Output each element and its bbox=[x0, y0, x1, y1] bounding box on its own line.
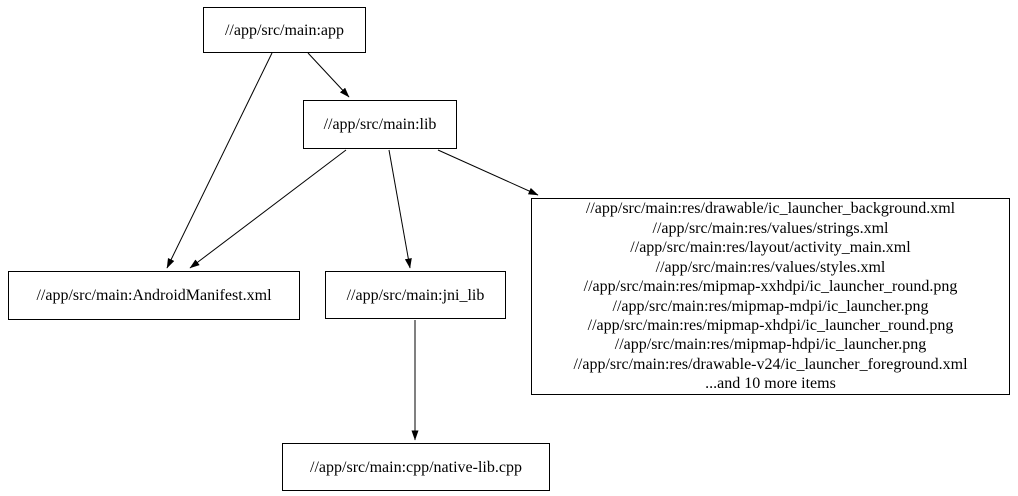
node-resources-line: //app/src/main:res/mipmap-mdpi/ic_launch… bbox=[612, 297, 929, 315]
node-resources-line: ...and 10 more items bbox=[705, 375, 836, 393]
node-native-lib-cpp: //app/src/main:cpp/native-lib.cpp bbox=[282, 443, 550, 491]
node-resources-line: //app/src/main:res/drawable/ic_launcher_… bbox=[585, 200, 956, 218]
node-android-manifest: //app/src/main:AndroidManifest.xml bbox=[8, 271, 300, 320]
edge-lib-to-resources bbox=[437, 149, 539, 196]
node-resources: //app/src/main:res/drawable/ic_launcher_… bbox=[531, 198, 1010, 395]
node-resources-line: //app/src/main:res/mipmap-xhdpi/ic_launc… bbox=[587, 316, 954, 334]
edge-lib-to-android-manifest bbox=[189, 149, 347, 269]
node-lib: //app/src/main:lib bbox=[303, 100, 457, 149]
node-resources-line: //app/src/main:res/layout/activity_main.… bbox=[630, 239, 911, 257]
node-resources-line: //app/src/main:res/mipmap-hdpi/ic_launch… bbox=[614, 336, 927, 354]
node-app-label: //app/src/main:app bbox=[224, 21, 345, 39]
node-lib-label: //app/src/main:lib bbox=[323, 116, 437, 133]
edge-app-to-android-manifest bbox=[166, 52, 273, 269]
node-resources-line: //app/src/main:res/values/strings.xml bbox=[652, 219, 889, 237]
node-jni-lib-label: //app/src/main:jni_lib bbox=[346, 286, 485, 304]
node-native-lib-cpp-label: //app/src/main:cpp/native-lib.cpp bbox=[310, 458, 522, 476]
node-android-manifest-label: //app/src/main:AndroidManifest.xml bbox=[36, 287, 272, 304]
node-resources-line: //app/src/main:res/mipmap-xxhdpi/ic_laun… bbox=[583, 278, 958, 296]
node-resources-line: //app/src/main:res/values/styles.xml bbox=[655, 258, 886, 276]
node-resources-line: //app/src/main:res/drawable-v24/ic_launc… bbox=[573, 355, 968, 373]
node-jni-lib: //app/src/main:jni_lib bbox=[325, 271, 506, 319]
node-app: //app/src/main:app bbox=[203, 7, 366, 53]
edge-lib-to-jni-lib bbox=[388, 149, 412, 269]
edge-app-to-lib bbox=[307, 52, 350, 98]
